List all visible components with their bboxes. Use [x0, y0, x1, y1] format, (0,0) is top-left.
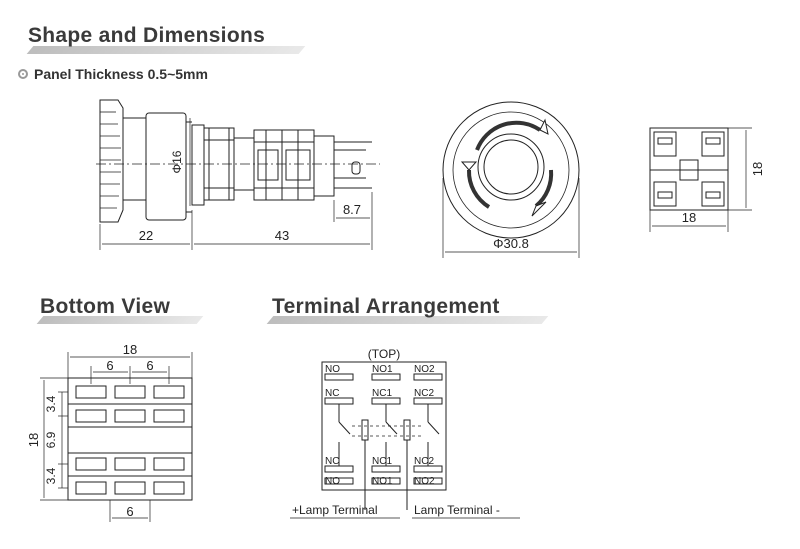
terminal-label: NC2 [414, 456, 434, 467]
terminal-label: NC [325, 456, 339, 467]
lamp-minus-label: Lamp Terminal - [414, 503, 500, 517]
front-view [442, 101, 580, 258]
dim-bottom-6b: 6 [146, 358, 153, 373]
dim-rear-height: 18 [750, 162, 765, 176]
panel-thickness-text: Panel Thickness 0.5~5mm [34, 66, 208, 82]
dim-bottom-18: 18 [123, 342, 137, 357]
lamp-plus-label: +Lamp Terminal [292, 503, 378, 517]
dim-bottom-6c: 6 [126, 504, 133, 519]
terminal-label: NC1 [372, 456, 392, 467]
terminal-label: NO2 [414, 476, 435, 487]
terminal-label: NC1 [372, 388, 392, 399]
side-view [96, 99, 380, 250]
dim-bottom-6a: 6 [106, 358, 113, 373]
dim-22: 22 [139, 228, 153, 243]
terminal-top-label: (TOP) [368, 347, 400, 361]
terminal-label: NC2 [414, 388, 434, 399]
heading-shape-dimensions: Shape and Dimensions [28, 24, 266, 47]
dim-43: 43 [275, 228, 289, 243]
dim-rear-width: 18 [682, 210, 696, 225]
dim-6-9: 6.9 [44, 431, 58, 448]
dim-3-4-bottom: 3.4 [44, 467, 58, 484]
dim-phi30-8: Φ30.8 [493, 236, 529, 251]
terminal-label: NO [325, 476, 340, 487]
terminal-diagram [290, 361, 520, 519]
terminal-label: NO1 [372, 476, 393, 487]
terminal-label: NO1 [372, 364, 393, 375]
terminal-label: NO [325, 364, 340, 375]
dim-bottom-height: 18 [26, 433, 41, 447]
terminal-label: NC [325, 388, 339, 399]
bullet-icon [18, 69, 28, 79]
dim-8-7: 8.7 [343, 202, 361, 217]
rear-view [649, 127, 752, 232]
heading-bottom-view: Bottom View [40, 295, 171, 318]
panel-thickness-note: Panel Thickness 0.5~5mm [18, 66, 208, 82]
bottom-view [40, 352, 193, 522]
heading-terminal-arrangement: Terminal Arrangement [272, 295, 500, 318]
dim-phi16: Φ16 [170, 150, 184, 173]
terminal-label: NO2 [414, 364, 435, 375]
dim-3-4-top: 3.4 [44, 395, 58, 412]
